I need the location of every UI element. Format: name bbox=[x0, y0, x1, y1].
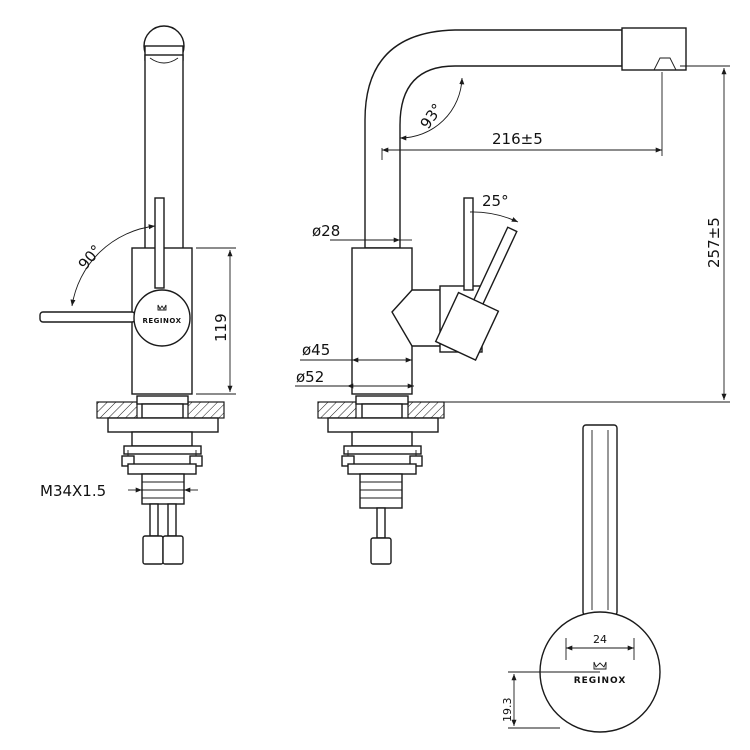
side-hose bbox=[370, 537, 392, 565]
side-view: 25° ø28 ø45 ø52 93° 216±5 257±5 bbox=[295, 27, 730, 565]
side-counter-left bbox=[317, 401, 357, 419]
detail-width-label: 24 bbox=[593, 633, 607, 646]
side-threaded-shank bbox=[359, 473, 403, 509]
front-hose-left bbox=[142, 535, 164, 565]
handle-detail-view: 24 REGINOX 19.3 bbox=[501, 424, 661, 733]
detail-brand-label: REGINOX bbox=[574, 676, 627, 686]
front-counter-left bbox=[96, 401, 138, 419]
side-handle-vertical bbox=[463, 197, 474, 291]
front-threaded-shank bbox=[141, 473, 185, 505]
side-reach-label: 216±5 bbox=[492, 130, 543, 148]
front-counter-right bbox=[187, 401, 225, 419]
side-counter-right bbox=[407, 401, 445, 419]
front-brand-label: REGINOX bbox=[143, 317, 182, 325]
front-angle-label: 90° bbox=[75, 241, 106, 273]
front-handle-vertical bbox=[154, 197, 165, 289]
detail-offset-label: 19.3 bbox=[501, 698, 514, 723]
side-total-height-label: 257±5 bbox=[705, 217, 723, 268]
front-view: REGINOX 90° 119 M34X1.5 bbox=[39, 25, 236, 565]
front-thread-label: M34X1.5 bbox=[40, 482, 106, 500]
front-hose-right bbox=[162, 535, 184, 565]
side-spout-angle-label: 93° bbox=[417, 100, 447, 132]
side-base-diameter-label: ø52 bbox=[296, 368, 324, 386]
front-height-label: 119 bbox=[212, 313, 230, 342]
side-body-diameter-label: ø45 bbox=[302, 341, 330, 359]
detail-handle-lever bbox=[582, 424, 618, 616]
front-handle-horizontal bbox=[39, 311, 136, 323]
side-handle-angle-label: 25° bbox=[482, 192, 509, 210]
side-spout-diameter-label: ø28 bbox=[312, 222, 340, 240]
